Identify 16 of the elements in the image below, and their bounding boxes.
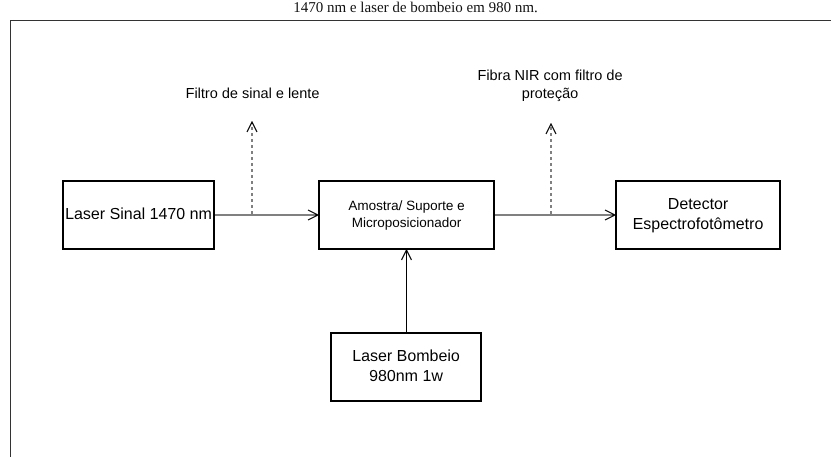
caption: 1470 nm e laser de bombeio em 980 nm. [292,0,539,17]
annotation-text: Fibra NIR com filtro de proteção [476,66,624,104]
process-box [318,180,495,250]
process-box [330,332,482,402]
arrow [494,209,616,221]
box-label: Amostra/ Suporte e Microposicionador [347,198,466,232]
dashed-arrow [545,123,557,214]
annotation-text: Filtro de sinal e lente [186,84,320,104]
box-label: Detector Espectrofotômetro [632,195,764,235]
box-label: Laser Bombeio 980nm 1w [351,347,461,387]
process-box [62,180,215,250]
dashed-arrow [246,121,258,214]
box-label: Laser Sinal 1470 nm [65,205,212,225]
arrow [400,249,412,332]
process-box [615,180,781,250]
arrow [214,209,319,221]
